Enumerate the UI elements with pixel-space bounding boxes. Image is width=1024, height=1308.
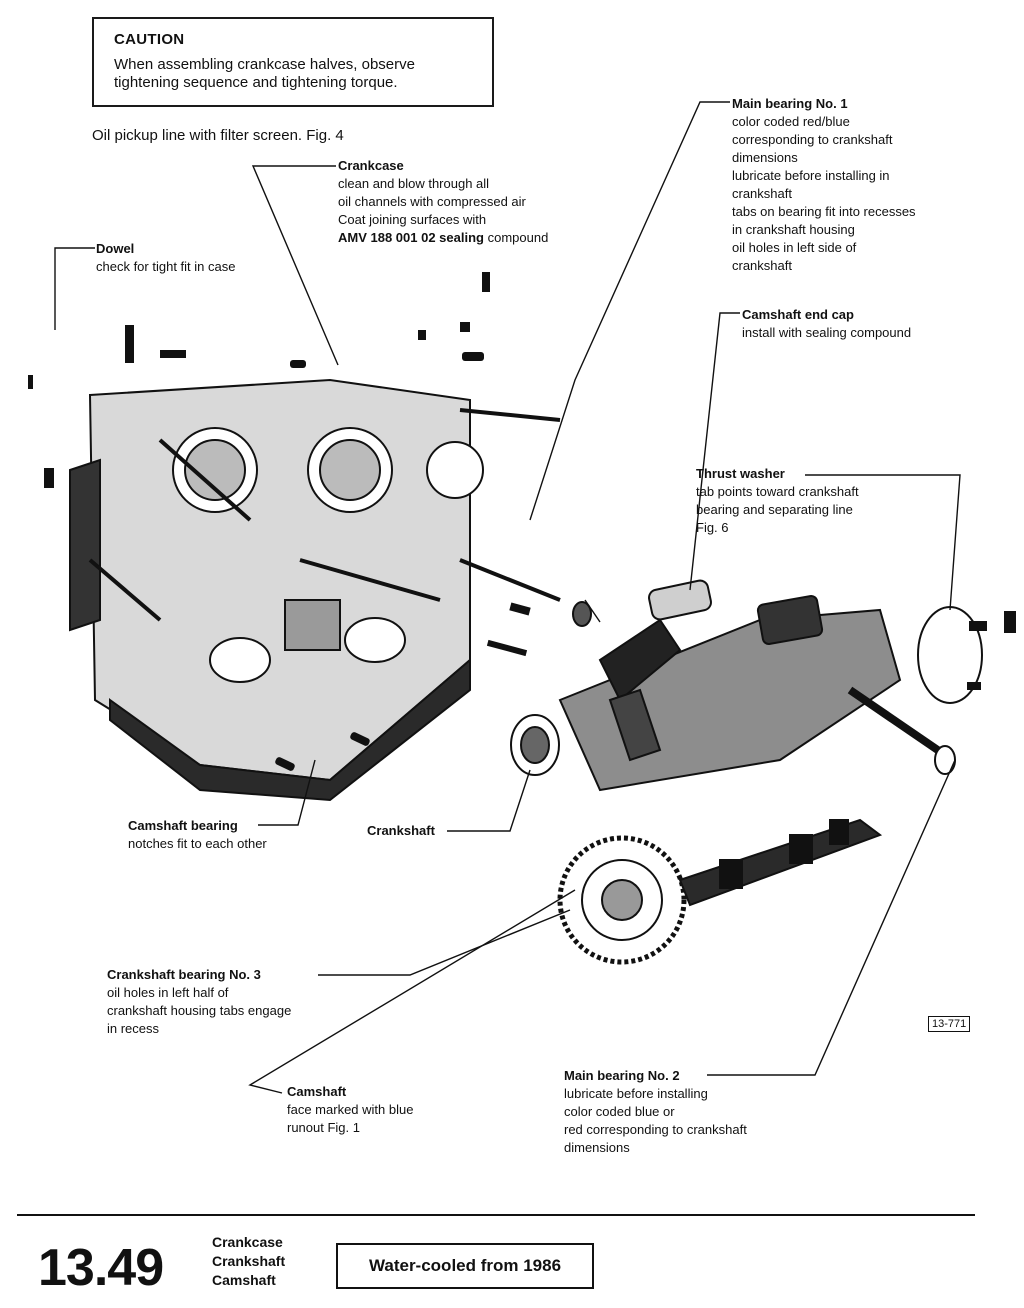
callout-title: Crankshaft <box>367 823 435 838</box>
thrust-washer-drawing <box>917 606 1016 704</box>
callout-line: oil holes in left side of <box>732 240 857 255</box>
callout-line: color coded blue or <box>564 1104 675 1119</box>
camshaft-bearing-callout: Camshaft bearing notches fit to each oth… <box>128 817 267 853</box>
callout-line: red corresponding to crankshaft <box>564 1122 747 1137</box>
callout-line: crankshaft <box>732 258 792 273</box>
callout-line: in recess <box>107 1021 160 1036</box>
callout-line: install with sealing compound <box>742 325 912 340</box>
oil-pickup-caption: Oil pickup line with filter screen. Fig.… <box>92 127 344 144</box>
footer-topic: Crankcase <box>212 1234 283 1250</box>
callout-line: runout Fig. 1 <box>287 1120 360 1135</box>
leader-lines <box>54 101 961 1094</box>
callout-line: Fig. 6 <box>696 520 729 535</box>
callout-title: Thrust washer <box>696 466 785 481</box>
callout-line: bearing and separating line <box>696 502 853 517</box>
callout-title: Camshaft end cap <box>742 307 854 322</box>
callout-line: oil channels with compressed air <box>338 194 526 209</box>
main-bearing-2-callout: Main bearing No. 2 lubricate before inst… <box>564 1067 747 1157</box>
callout-line: check for tight fit in case <box>96 259 236 274</box>
crankcase-callout: Crankcase clean and blow through all oil… <box>338 157 548 247</box>
crankshaft-bearing-3-callout: Crankshaft bearing No. 3 oil holes in le… <box>107 966 291 1038</box>
footer-topic: Crankshaft <box>212 1253 286 1269</box>
caution-title: CAUTION <box>114 31 185 48</box>
crankshaft-callout: Crankshaft <box>367 822 435 840</box>
caution-line: tightening sequence and tightening torqu… <box>114 74 398 91</box>
callout-line: lubricate before installing <box>564 1086 708 1101</box>
callout-line: Coat joining surfaces with <box>338 212 487 227</box>
caution-line: When assembling crankcase halves, observ… <box>114 56 415 73</box>
footer-topics: Crankcase Crankshaft Camshaft <box>212 1233 285 1290</box>
dowel-callout: Dowel check for tight fit in case <box>96 240 235 276</box>
camshaft-end-cap-callout: Camshaft end cap install with sealing co… <box>742 306 911 342</box>
main-bearing-shell-drawing <box>572 601 592 627</box>
callout-title: Camshaft <box>287 1084 347 1099</box>
callout-line: color coded red/blue <box>732 114 850 129</box>
callout-title: Main bearing No. 1 <box>732 96 848 111</box>
callout-line: dimensions <box>564 1140 630 1155</box>
crankcase-drawing <box>69 378 561 802</box>
callout-line: oil holes in left half of <box>107 985 229 1000</box>
callout-line: corresponding to crankshaft <box>732 132 893 147</box>
footer-topic: Camshaft <box>212 1272 276 1288</box>
callout-line: in crankshaft housing <box>732 222 855 237</box>
callout-title: Crankcase <box>338 158 404 173</box>
caution-text: When assembling crankcase halves, observ… <box>114 56 492 92</box>
callout-title: Camshaft bearing <box>128 818 238 833</box>
sealing-compound-suffix: compound <box>483 230 549 245</box>
page-number: 13.49 <box>38 1239 164 1297</box>
figure-reference: 13-771 <box>928 1016 971 1032</box>
callout-title: Dowel <box>96 241 135 256</box>
crankshaft-drawing <box>510 579 956 792</box>
callout-line: notches fit to each other <box>128 836 267 851</box>
sealing-compound-part-number: AMV 188 001 02 sealing <box>338 230 484 245</box>
callout-title: Crankshaft bearing No. 3 <box>107 967 261 982</box>
callout-title: Main bearing No. 2 <box>564 1068 680 1083</box>
callout-line: crankshaft <box>732 186 792 201</box>
camshaft-drawing <box>557 818 883 965</box>
loose-parts-drawing <box>28 272 531 771</box>
model-range-badge: Water-cooled from 1986 <box>336 1243 594 1289</box>
caution-box: CAUTION When assembling crankcase halves… <box>92 17 494 107</box>
callout-line: crankshaft housing tabs engage <box>107 1003 292 1018</box>
camshaft-callout: Camshaft face marked with blue runout Fi… <box>287 1083 413 1137</box>
main-bearing-1-callout: Main bearing No. 1 color coded red/blue … <box>732 95 916 275</box>
callout-line: clean and blow through all <box>338 176 490 191</box>
callout-line: lubricate before installing in <box>732 168 890 183</box>
callout-line: tab points toward crankshaft <box>696 484 859 499</box>
callout-line: tabs on bearing fit into recesses <box>732 204 916 219</box>
callout-line: AMV 188 001 02 sealing compound <box>338 229 548 247</box>
callout-line: dimensions <box>732 150 798 165</box>
callout-line: face marked with blue <box>287 1102 414 1117</box>
footer-divider <box>17 1214 975 1216</box>
thrust-washer-callout: Thrust washer tab points toward cranksha… <box>696 465 859 537</box>
